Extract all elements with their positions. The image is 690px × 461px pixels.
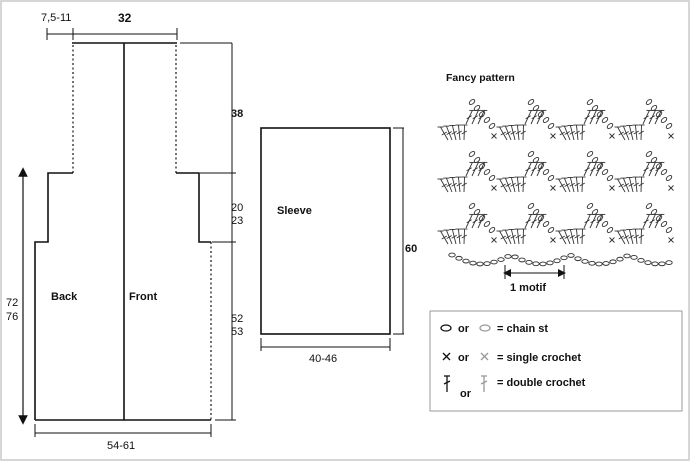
neck-width-label: 32 (118, 11, 132, 25)
total-length-2-label: 76 (6, 311, 18, 323)
front-label: Front (129, 291, 157, 303)
legend-text-3: = double crochet (497, 377, 586, 389)
legend: or = chain st or = single crochet or = d… (440, 323, 586, 400)
sleeve-length-label: 60 (405, 243, 417, 255)
single-crochet-icon (442, 352, 451, 361)
side-length-2-label: 53 (231, 326, 243, 338)
side-length-1-label: 52 (231, 313, 243, 325)
fancy-pattern-title: Fancy pattern (446, 72, 515, 84)
legend-or-1: or (458, 323, 470, 335)
legend-text-2: = single crochet (497, 352, 581, 364)
body-schematic (18, 28, 236, 437)
motif-dimension (503, 265, 566, 279)
double-crochet-alt-icon (480, 375, 488, 392)
chain-st-alt-icon (479, 324, 491, 332)
legend-or-2: or (458, 352, 470, 364)
sleeve-width-label: 40-46 (309, 353, 337, 365)
yoke-height-label: 38 (231, 108, 243, 120)
total-length-1-label: 72 (6, 297, 18, 309)
legend-text-1: = chain st (497, 323, 548, 335)
sleeve-label: Sleeve (277, 205, 312, 217)
back-label: Back (51, 291, 78, 303)
legend-box (429, 310, 683, 412)
legend-or-3: or (460, 388, 472, 400)
bottom-width-label: 54-61 (107, 440, 135, 452)
one-motif-label: 1 motif (510, 282, 546, 294)
single-crochet-alt-icon (480, 352, 489, 361)
chain-st-icon (440, 324, 452, 332)
armhole-height-2-label: 23 (231, 215, 243, 227)
armhole-height-1-label: 20 (231, 202, 243, 214)
fancy-pattern-chart (437, 99, 674, 267)
shoulder-width-label: 7,5-11 (41, 12, 71, 24)
sleeve-schematic (260, 127, 404, 351)
double-crochet-icon (443, 375, 451, 392)
